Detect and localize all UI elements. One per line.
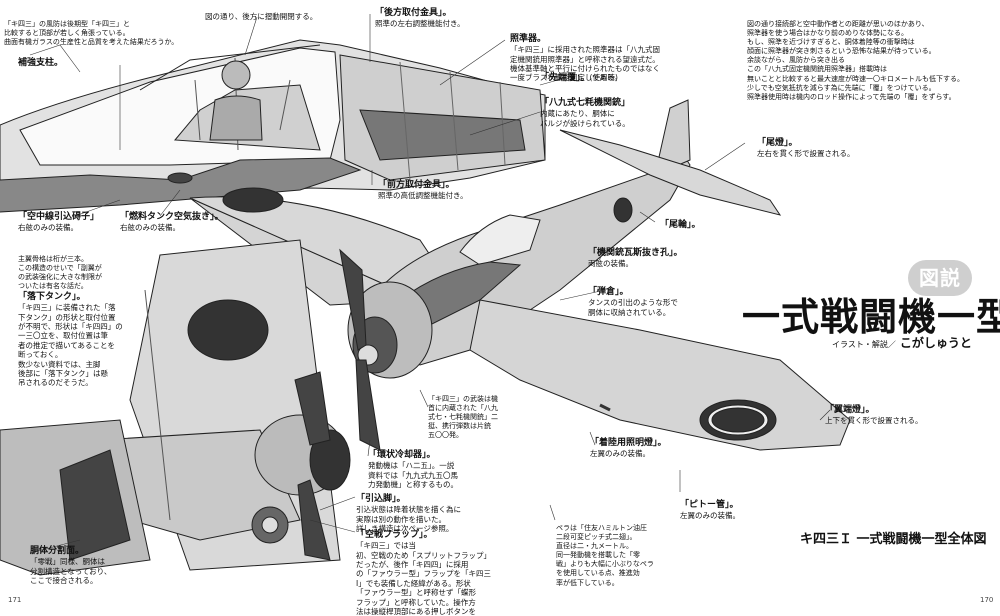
figure-caption: キ四三Ｉ 一式戦闘機一型全体図 [800, 532, 987, 547]
label-cowl: 「環状冷却器」。 発動機は「ハ二五」。一説資料では「九九式九五〇馬 力発動機」と… [368, 450, 458, 489]
label-sight: 照準器。 「キ四三」に採用された照準器は「八九式固定機関銃用照準器」と呼称される… [510, 34, 660, 83]
note-line: 「キ四三」の風防は後期型「キ四三」と [4, 20, 130, 28]
main-aircraft [189, 99, 851, 451]
slide-note: 図の通り、後方に摺動開閉する。 [205, 12, 318, 21]
credit-line: イラスト・解説／こがしゅうと [832, 334, 972, 351]
label-ammo-bay: 「弾倉」。 タンスの引出のような形で胴体に収納されている。 [588, 287, 678, 317]
canopy-note: 「キ四三」の風防は後期型「キ四三」と 比較すると頂部が若しく角張っている。 曲面… [4, 20, 178, 47]
label-reinforce: 補強支柱。 [18, 58, 64, 68]
label-flap: 「空戦フラップ」。 「キ四三」では当初、空戦のため「スプリットフラップ」 だった… [356, 530, 491, 616]
credit-prefix: イラスト・解説／ [832, 340, 896, 349]
note-line: 比較すると頂部が若しく角張っている。 [4, 29, 130, 38]
label-spar: 主翼骨格は桁が三本。この構造のせいで「副翼が の武装強化に大きな制限がついたは有… [18, 255, 102, 291]
label-cap: 「先端覆」。(使用時) [540, 73, 618, 83]
label-tail-wheel: 「尾輪」。 [660, 220, 701, 230]
page-title: 一式戦闘機一型 [742, 294, 1000, 339]
label-propeller: ペラは「住友ハミルトン油圧二段可変ピッチ式二翅」。 直径は二・九メートル。同一発… [556, 524, 654, 587]
leader-lines [29, 14, 831, 554]
page-number-left: 171 [8, 596, 22, 604]
label-front-fitting: 「前方取付金具」。照準の高低調整機能付き。 [378, 180, 468, 201]
label-armament: 「キ四三」の武装は機首に内蔵された「八九 式七・七粍機関銃」二挺、携行弾数は片銃… [428, 395, 498, 440]
label-tail-light: 「尾燈」。左右を貫く形で設置される。 [757, 138, 855, 159]
label-wing-light: 「翼端燈」。上下を貫く形で設置される。 [825, 405, 923, 426]
cockpit-closeup [0, 39, 546, 213]
label-gear: 「引込脚」。 引込状態は降着状態を描く為に実際は別の動作を描いた。 詳しき構造は… [356, 494, 461, 533]
label-pitot: 「ピトー管」。左翼のみの装備。 [680, 500, 740, 521]
label-mg-exhaust: 「機関銃瓦斯抜き孔」。両舷の装備。 [588, 248, 683, 269]
label-fuselage-split: 胴体分割面。 「零戦」同様、胴体は分割構造となっており、 ここで接合される。 [30, 546, 112, 585]
note-line: 曲面有機ガラスの生産性と品質を考えた結果だろうか。 [4, 38, 179, 47]
label-machine-gun: 「八九式七粍機関銃」 内蔵にあたり、胴体にバルジが設けられている。 [540, 98, 631, 128]
label-antenna: 「空中線引込碍子」右舷のみの装備。 [18, 212, 100, 233]
label-fuel-vent: 「燃料タンク空気抜き」。右舷のみの装備。 [120, 212, 224, 233]
page-number-right: 170 [980, 596, 994, 604]
label-landing-light: 「着陸用照明燈」。左翼のみの装備。 [590, 438, 667, 459]
sight-note: 図の通り接続部と空中動作者との距離が思いのほかあり、 照準器を使う場合はかなり前… [747, 20, 964, 101]
label-drop-tank: 「落下タンク」。 「キ四三」に装備された「落下タンク」の形状と取付位置 が不明で… [18, 292, 123, 388]
title-badge: 図説 [908, 260, 972, 296]
label-rear-fitting: 「後方取付金具」。照準の左右調整機能付き。 [375, 8, 465, 29]
underside-view [0, 239, 351, 576]
credit-name: こがしゅうと [899, 336, 972, 350]
